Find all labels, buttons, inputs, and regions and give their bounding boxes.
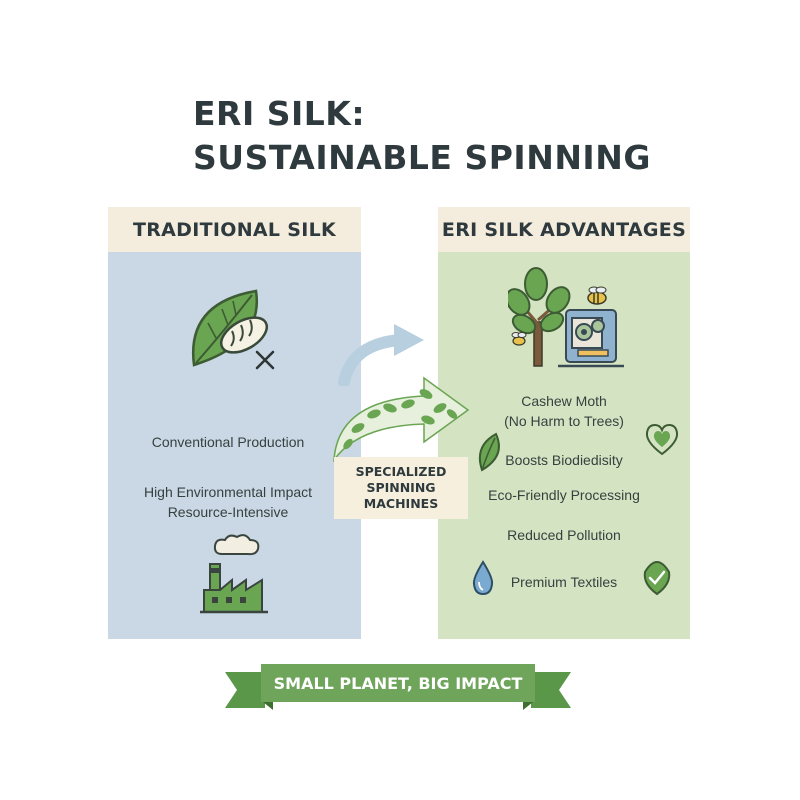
- small-bee-icon: [511, 332, 527, 346]
- leafy-arrow-icon: [333, 376, 470, 463]
- impact-banner: SMALL PLANET, BIG IMPACT: [225, 664, 571, 710]
- title-line-2: SUSTAINABLE SPINNING: [193, 138, 651, 177]
- traditional-item-2: High Environmental Impact: [143, 484, 313, 500]
- tree-machine-icon: [508, 267, 624, 368]
- leaf-icon: [478, 432, 500, 472]
- traditional-item-1: Conventional Production: [151, 434, 305, 450]
- blue-arrow-icon: [338, 324, 424, 386]
- advantage-item-4: Reduced Pollution: [507, 527, 621, 543]
- traditional-item-3: Resource-Intensive: [167, 504, 289, 520]
- factory-icon: [200, 534, 268, 614]
- spinning-machines-label: SPECIALIZED SPINNING MACHINES: [334, 457, 468, 519]
- cross-icon: [255, 350, 275, 370]
- banner-text: SMALL PLANET, BIG IMPACT: [273, 673, 523, 693]
- advantage-item-3: Eco-Friendly Processing: [488, 487, 640, 503]
- eri-silk-advantages-header: ERI SILK ADVANTAGES: [438, 207, 690, 252]
- traditional-silk-panel: TRADITIONAL SILK Conventional Production…: [108, 207, 361, 639]
- title-line-1: ERI SILK:: [193, 94, 366, 133]
- leaf-cocoon-icon: [191, 289, 269, 367]
- traditional-silk-header: TRADITIONAL SILK: [108, 207, 361, 252]
- mid-label-line-3: MACHINES: [363, 496, 439, 511]
- advantage-item-5: Premium Textiles: [510, 574, 618, 590]
- check-leaf-icon: [643, 560, 671, 596]
- banner-ribbon-icon: [225, 664, 571, 710]
- water-drop-icon: [472, 560, 494, 596]
- advantage-item-1b: (No Harm to Trees): [504, 413, 624, 429]
- eri-silk-advantages-panel: ERI SILK ADVANTAGES Cashew Moth (No Harm…: [438, 207, 690, 639]
- advantage-item-1: Cashew Moth: [521, 393, 607, 409]
- mid-label-line-2: SPINNING: [366, 480, 436, 495]
- bee-icon: [587, 286, 607, 305]
- mid-label-line-1: SPECIALIZED: [355, 464, 447, 479]
- advantage-item-2: Boosts Biodiedisity: [505, 452, 623, 468]
- heart-icon: [645, 423, 679, 456]
